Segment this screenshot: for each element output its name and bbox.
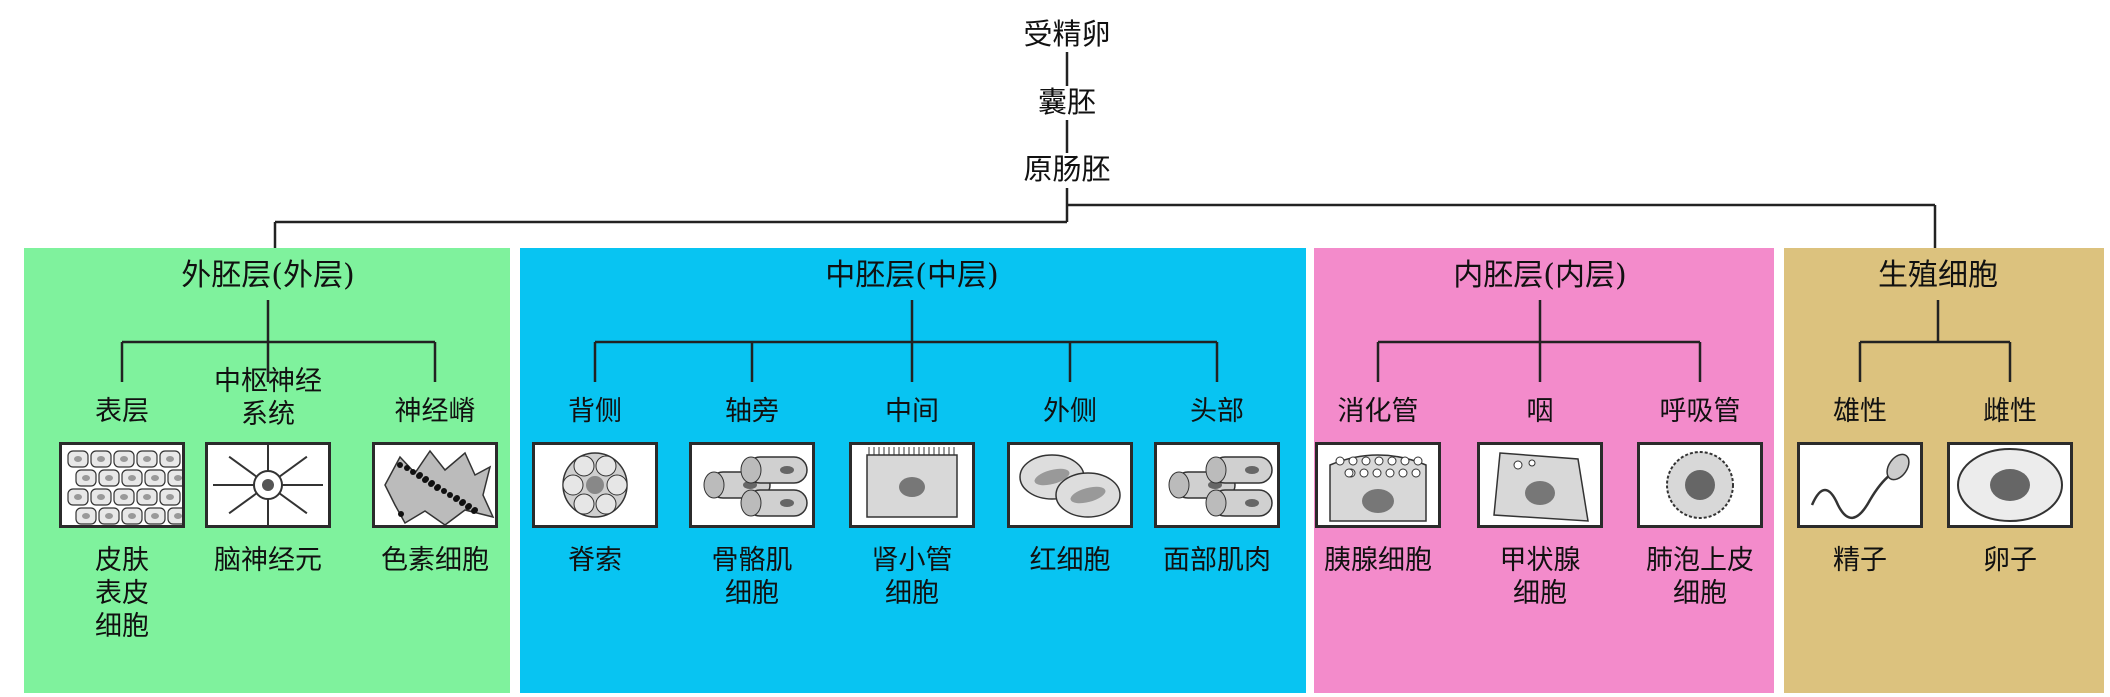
red-blood-cell-icon: [1019, 454, 1121, 518]
thyroid-cell-icon: [1493, 452, 1589, 522]
egg-cell-icon: [1957, 448, 2063, 522]
endoderm-cell-name: 肺泡上皮 细胞: [1646, 545, 1754, 609]
mesoderm-branch-label: 背侧: [568, 396, 622, 427]
endoderm-cell-name: 甲状腺 细胞: [1499, 545, 1581, 609]
endoderm-cell-image: [1315, 442, 1441, 528]
ectoderm-branch-label: 表层: [95, 396, 149, 427]
sperm-icon: [1810, 453, 1910, 519]
mesoderm-cell-name: 骨骼肌 细胞: [711, 545, 793, 609]
mesoderm-cell-name: 红细胞: [1029, 545, 1111, 576]
neuron-icon: [213, 445, 323, 525]
mesoderm-cell-name: 脊索: [568, 545, 622, 576]
skin-epidermis-cell-icon: [67, 450, 182, 525]
ectoderm-branch-label: 神经嵴: [394, 396, 476, 427]
endoderm-layer-title: 内胚层(内层): [1453, 258, 1627, 293]
skeletal-muscle-icon: [703, 456, 808, 517]
mesoderm-cell-image: [532, 442, 658, 528]
endoderm-branch-label: 咽: [1526, 396, 1554, 427]
mesoderm-branch-label: 头部: [1190, 396, 1244, 427]
mesoderm-cell-image: [689, 442, 815, 528]
facial-muscle-icon: [1168, 456, 1273, 517]
mesoderm-cell-image: [1154, 442, 1280, 528]
endoderm-cell-image: [1477, 442, 1603, 528]
ectoderm-cell-name: 皮肤 表皮 细胞: [95, 545, 149, 642]
ectoderm-cell-image: [205, 442, 331, 528]
endoderm-cell-name: 胰腺细胞: [1324, 545, 1432, 576]
pancreas-cell-icon: [1329, 454, 1427, 522]
alveolar-cell-icon: [1666, 451, 1734, 519]
ectoderm-branch-label: 中枢神经 系统: [214, 366, 322, 430]
lineage-stage-0: 受精卵: [1023, 17, 1111, 51]
mesoderm-layer-title: 中胚层(中层): [825, 258, 999, 293]
endoderm-branch-label: 呼吸管: [1659, 396, 1741, 427]
endoderm-branch-label: 消化管: [1337, 396, 1419, 427]
ectoderm-cell-image: [59, 442, 185, 528]
mesoderm-cell-name: 面部肌肉: [1163, 545, 1271, 576]
endoderm-cell-image: [1637, 442, 1763, 528]
pigment-cell-icon: [384, 449, 495, 525]
germ-cell-name: 精子: [1833, 545, 1887, 576]
mesoderm-cell-name: 肾小管 细胞: [871, 545, 953, 609]
kidney-tubule-cell-icon: [866, 447, 958, 518]
mesoderm-branch-label: 轴旁: [725, 396, 779, 427]
ectoderm-cell-name: 色素细胞: [381, 545, 489, 576]
notochord-icon: [562, 452, 628, 518]
mesoderm-cell-image: [1007, 442, 1133, 528]
germ-branch-label: 雄性: [1833, 396, 1887, 427]
germ-cell-image: [1947, 442, 2073, 528]
lineage-stage-2: 原肠胚: [1023, 152, 1111, 186]
mesoderm-branch-label: 中间: [885, 396, 939, 427]
germ-cell-image: [1797, 442, 1923, 528]
ectoderm-cell-name: 脑神经元: [214, 545, 322, 576]
lineage-stage-1: 囊胚: [1037, 85, 1097, 119]
germ-layer-title: 生殖细胞: [1878, 258, 1998, 293]
mesoderm-branch-label: 外侧: [1043, 396, 1097, 427]
germ-branch-label: 雌性: [1983, 396, 2037, 427]
germ-cell-name: 卵子: [1983, 545, 2037, 576]
mesoderm-cell-image: [849, 442, 975, 528]
ectoderm-cell-image: [372, 442, 498, 528]
ectoderm-layer-title: 外胚层(外层): [181, 258, 355, 293]
